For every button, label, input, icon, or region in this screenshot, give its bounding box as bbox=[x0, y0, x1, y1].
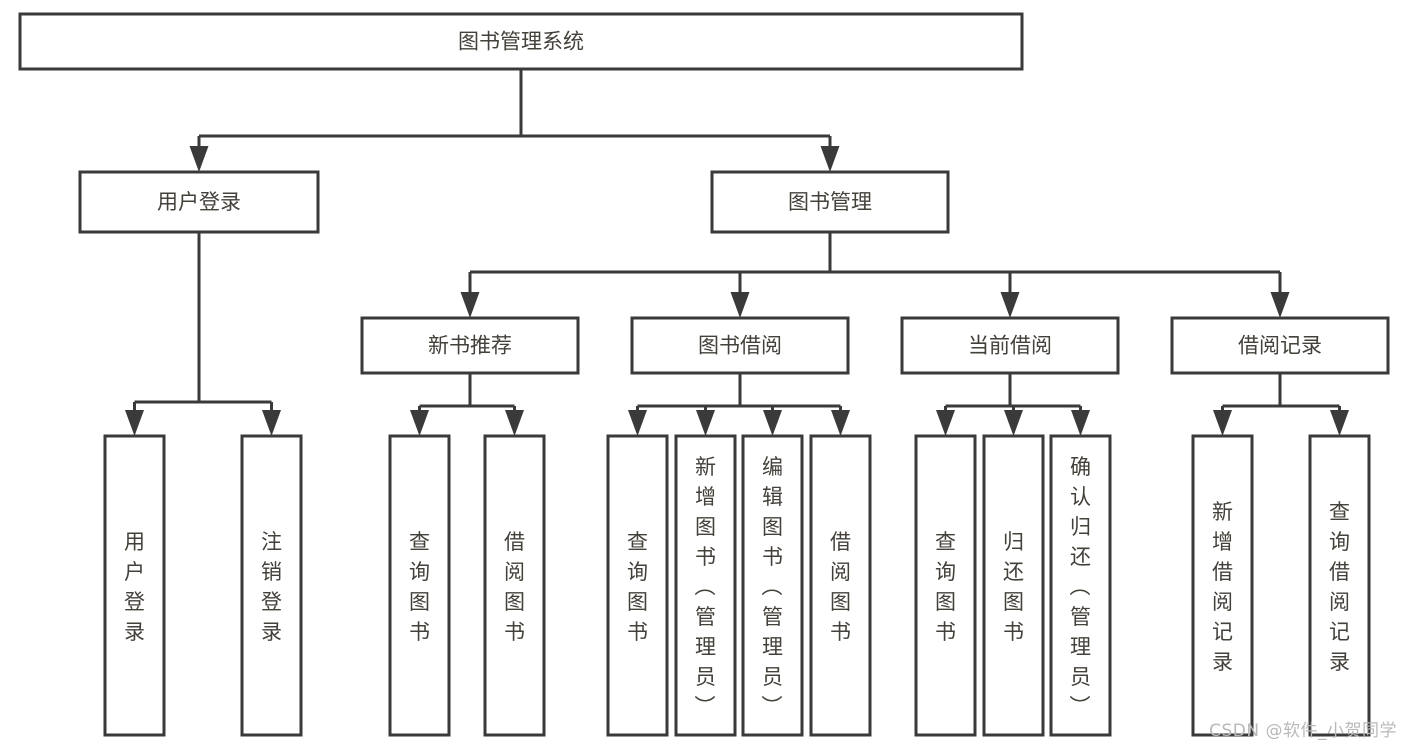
arrow-head-icon bbox=[1071, 410, 1090, 436]
edges-layer bbox=[125, 69, 1349, 436]
arrow-head-icon bbox=[1004, 410, 1023, 436]
node-borrow-record[interactable]: 借阅记录 bbox=[1170, 316, 1390, 375]
node-label: 新书推荐 bbox=[428, 334, 512, 358]
node-leaf-query-book-1[interactable]: 查询图书 bbox=[388, 434, 451, 737]
arrow-head-icon bbox=[730, 292, 750, 318]
node-box bbox=[1170, 316, 1390, 375]
node-label: 图书管理 bbox=[788, 190, 872, 214]
arrow-head-icon bbox=[628, 410, 647, 436]
node-leaf-edit-book[interactable]: 编辑图书（管理员） bbox=[741, 434, 804, 737]
node-label: 借阅图书 bbox=[504, 530, 525, 644]
node-box bbox=[103, 434, 166, 737]
arrow-head-icon bbox=[831, 410, 850, 436]
arrow-head-icon bbox=[763, 410, 782, 436]
node-label: 归还图书 bbox=[1003, 530, 1024, 644]
node-leaf-add-record[interactable]: 新增借阅记录 bbox=[1191, 434, 1254, 737]
node-leaf-borrow-book-2[interactable]: 借阅图书 bbox=[809, 434, 872, 737]
node-book-manage[interactable]: 图书管理 bbox=[710, 170, 950, 234]
node-leaf-user-login[interactable]: 用户登录 bbox=[103, 434, 166, 737]
arrow-head-icon bbox=[125, 410, 144, 436]
node-label: 图书管理系统 bbox=[458, 30, 584, 54]
node-label: 查询图书 bbox=[627, 530, 648, 644]
arrow-head-icon bbox=[820, 146, 840, 172]
node-box bbox=[1191, 434, 1254, 737]
node-label: 查询借阅记录 bbox=[1329, 500, 1350, 674]
node-box bbox=[388, 434, 451, 737]
arrow-head-icon bbox=[189, 146, 209, 172]
node-box bbox=[900, 316, 1120, 375]
node-label: 编辑图书（管理员） bbox=[762, 455, 784, 719]
node-current-borrow[interactable]: 当前借阅 bbox=[900, 316, 1120, 375]
arrow-head-icon bbox=[1270, 292, 1290, 318]
node-label: 查询图书 bbox=[409, 530, 430, 644]
node-leaf-query-book-3[interactable]: 查询图书 bbox=[914, 434, 977, 737]
node-label: 新增图书（管理员） bbox=[695, 455, 717, 719]
node-box bbox=[483, 434, 546, 737]
node-box bbox=[240, 434, 303, 737]
arrow-head-icon bbox=[696, 410, 715, 436]
node-label: 当前借阅 bbox=[968, 334, 1052, 358]
node-label: 确认归还（管理员） bbox=[1070, 455, 1092, 719]
node-user-login[interactable]: 用户登录 bbox=[78, 170, 320, 234]
node-box bbox=[914, 434, 977, 737]
node-box bbox=[1049, 434, 1112, 737]
node-book-borrow[interactable]: 图书借阅 bbox=[630, 316, 850, 375]
node-box bbox=[809, 434, 872, 737]
node-label: 查询图书 bbox=[935, 530, 956, 644]
node-new-book-rec[interactable]: 新书推荐 bbox=[360, 316, 580, 375]
node-leaf-borrow-book-1[interactable]: 借阅图书 bbox=[483, 434, 546, 737]
node-box bbox=[741, 434, 804, 737]
node-leaf-add-book[interactable]: 新增图书（管理员） bbox=[674, 434, 737, 737]
arrow-head-icon bbox=[262, 410, 281, 436]
node-box bbox=[360, 316, 580, 375]
arrow-head-icon bbox=[936, 410, 955, 436]
node-label: 借阅记录 bbox=[1238, 334, 1322, 358]
node-leaf-query-book-2[interactable]: 查询图书 bbox=[606, 434, 669, 737]
arrow-head-icon bbox=[410, 410, 429, 436]
node-label: 图书借阅 bbox=[698, 334, 782, 358]
node-leaf-query-record[interactable]: 查询借阅记录 bbox=[1308, 434, 1371, 737]
node-label: 注销登录 bbox=[261, 530, 282, 644]
arrow-head-icon bbox=[505, 410, 524, 436]
node-box bbox=[982, 434, 1045, 737]
node-label: 用户登录 bbox=[157, 190, 241, 214]
node-leaf-confirm-return[interactable]: 确认归还（管理员） bbox=[1049, 434, 1112, 737]
node-leaf-logout[interactable]: 注销登录 bbox=[240, 434, 303, 737]
node-leaf-return-book[interactable]: 归还图书 bbox=[982, 434, 1045, 737]
nodes-layer: 图书管理系统用户登录图书管理新书推荐图书借阅当前借阅借阅记录用户登录注销登录查询… bbox=[18, 12, 1390, 737]
arrow-head-icon bbox=[460, 292, 480, 318]
node-label: 借阅图书 bbox=[830, 530, 851, 644]
node-box bbox=[674, 434, 737, 737]
node-label: 用户登录 bbox=[124, 530, 145, 644]
node-box bbox=[710, 170, 950, 234]
arrow-head-icon bbox=[1000, 292, 1020, 318]
node-box bbox=[630, 316, 850, 375]
node-root[interactable]: 图书管理系统 bbox=[18, 12, 1024, 71]
node-box bbox=[606, 434, 669, 737]
node-box bbox=[1308, 434, 1371, 737]
arrow-head-icon bbox=[1213, 410, 1232, 436]
node-box bbox=[78, 170, 320, 234]
node-label: 新增借阅记录 bbox=[1212, 500, 1233, 674]
arrow-head-icon bbox=[1330, 410, 1349, 436]
node-box bbox=[18, 12, 1024, 71]
